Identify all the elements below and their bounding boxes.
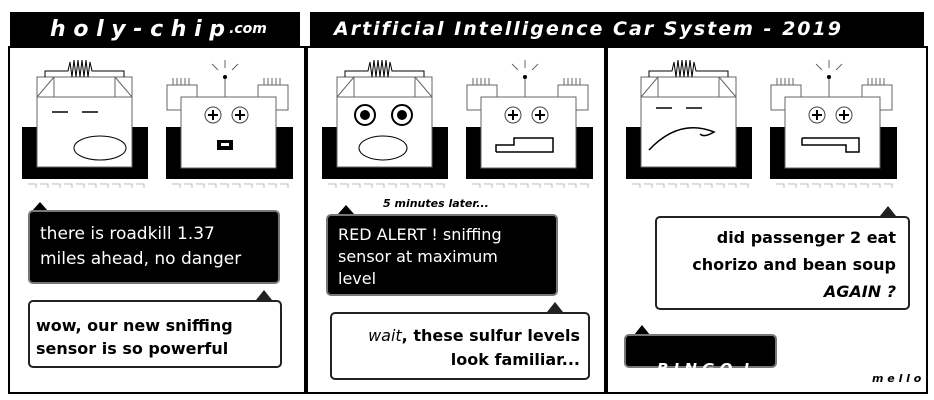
artist-signature: m e l l o (872, 372, 922, 385)
bubble-tail (256, 290, 272, 300)
panel-caption: 5 minutes later... (383, 197, 489, 210)
bubble-tail (32, 202, 48, 211)
robot-right-panel-1 (165, 59, 294, 189)
strip-title: Artificial Intelligence Car System - 201… (310, 12, 924, 46)
bubble-line: wow, our new sniffing (36, 316, 233, 335)
site-header: h o l y - c h i p .com (10, 12, 300, 46)
panel-1 (8, 46, 306, 394)
bubble-line: RED ALERT ! sniffing (338, 225, 502, 244)
robot-left-panel-2 (321, 59, 449, 189)
bubble-tail (880, 206, 896, 216)
bubble-line: there is roadkill 1.37 (40, 224, 215, 244)
speech-bubble-right-robot: wow, our new sniffing sensor is so power… (28, 300, 282, 368)
site-tld: .com (229, 21, 267, 37)
bubble-line: did passenger 2 eat (716, 228, 896, 247)
robot-left-panel-1 (21, 59, 149, 189)
bubble-emphasis: wait (368, 326, 402, 345)
bubble-line: sensor at maximum (338, 247, 498, 266)
speech-bubble-left-robot: B I N G O ! (624, 334, 777, 378)
bubble-line: look familiar... (450, 350, 580, 369)
panel-3 (606, 46, 928, 394)
bubble-line: chorizo and bean soup (692, 255, 896, 274)
bubble-line: B I N G O ! (656, 360, 750, 378)
panel-2 (306, 46, 606, 394)
bubble-tail (634, 325, 650, 335)
bubble-line: , these sulfur levels (401, 326, 580, 345)
speech-bubble-right-robot: did passenger 2 eat chorizo and bean sou… (655, 216, 910, 310)
robot-left-panel-3 (625, 59, 753, 189)
site-name: h o l y - c h i p (50, 16, 226, 42)
bubble-line: miles ahead, no danger (40, 249, 242, 269)
bubble-line: level (338, 269, 377, 288)
bubble-tail (547, 302, 563, 312)
strip-title-text: Artificial Intelligence Car System - 201… (334, 18, 843, 40)
speech-bubble-left-robot: RED ALERT ! sniffing sensor at maximum l… (326, 214, 558, 296)
bubble-line: AGAIN ? (823, 282, 896, 301)
robot-right-panel-2 (465, 59, 594, 189)
speech-bubble-right-robot: wait, these sulfur levels look familiar.… (330, 312, 590, 380)
bubble-line: sensor is so powerful (36, 339, 229, 358)
speech-bubble-left-robot: there is roadkill 1.37 miles ahead, no d… (28, 210, 280, 284)
bubble-tail (338, 205, 354, 214)
robot-right-panel-3 (769, 59, 898, 189)
